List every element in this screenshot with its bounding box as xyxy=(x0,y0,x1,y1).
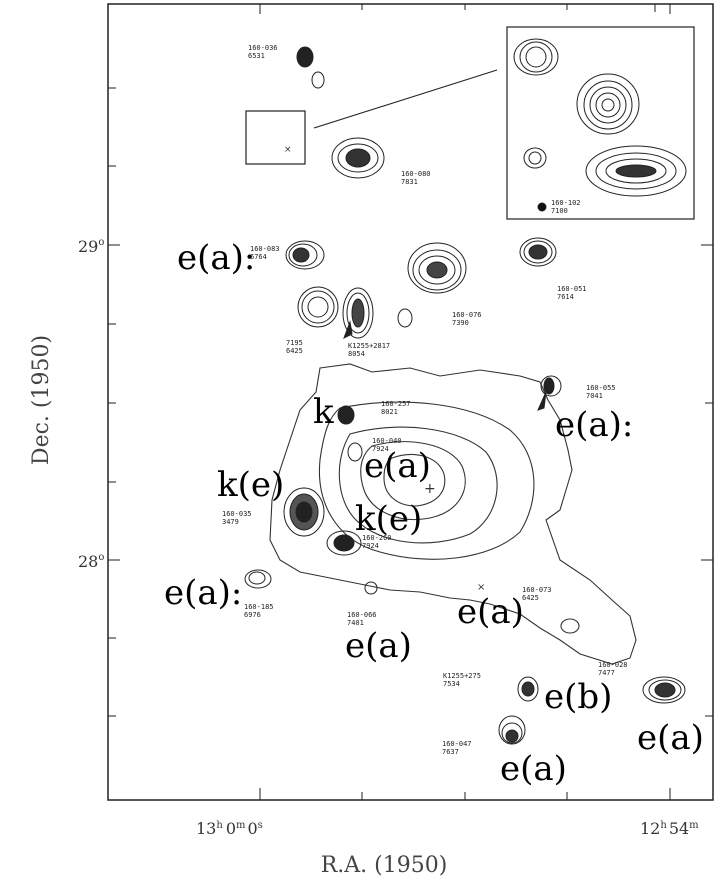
class-label: e(b) xyxy=(544,677,612,717)
galaxy-blob xyxy=(521,681,535,697)
galaxy-blob xyxy=(505,729,519,743)
class-label: e(a): xyxy=(177,238,255,278)
zoom-box-marker: × xyxy=(284,145,292,155)
plot-frame xyxy=(107,3,714,801)
galaxies xyxy=(244,46,686,745)
inset-contours xyxy=(513,38,687,212)
y-tick-label-28: 28o xyxy=(78,552,104,571)
class-label: e(a): xyxy=(164,573,242,613)
galaxy-blob xyxy=(292,247,310,263)
galaxy-blob xyxy=(426,261,448,279)
class-label: k(e) xyxy=(217,465,284,505)
inset-frame xyxy=(506,26,695,220)
cross-marker: × xyxy=(477,582,485,593)
zoom-connector xyxy=(313,69,498,129)
galaxy-blob xyxy=(654,682,676,698)
class-label: e(a): xyxy=(555,405,633,445)
galaxy-blob xyxy=(351,298,365,328)
xray-contours xyxy=(269,363,637,665)
galaxy-blob xyxy=(543,377,555,395)
class-label: e(a) xyxy=(364,446,431,486)
class-label: k(e) xyxy=(355,499,422,539)
class-label: e(a) xyxy=(345,626,412,666)
galaxy-blob xyxy=(345,148,371,168)
x-axis-label: R.A. (1950) xyxy=(321,853,448,878)
frame-ticks xyxy=(108,4,713,800)
class-label: k xyxy=(313,392,334,432)
spectral-class-labels: e(a): k e(a): e(a) k(e) k(e) e(a): e(a) … xyxy=(164,238,704,789)
y-axis-label: Dec. (1950) xyxy=(29,335,54,465)
xray-center-marker: + xyxy=(424,481,436,497)
class-label: e(a) xyxy=(457,592,524,632)
galaxy-blob xyxy=(528,244,548,260)
galaxy-blob xyxy=(296,46,314,68)
zoom-box xyxy=(245,110,306,165)
galaxy-blob xyxy=(333,534,355,552)
class-label: e(a) xyxy=(500,749,567,789)
class-label: e(a) xyxy=(637,718,704,758)
galaxy-blob xyxy=(337,405,355,425)
y-tick-label-29: 29o xyxy=(78,237,104,256)
